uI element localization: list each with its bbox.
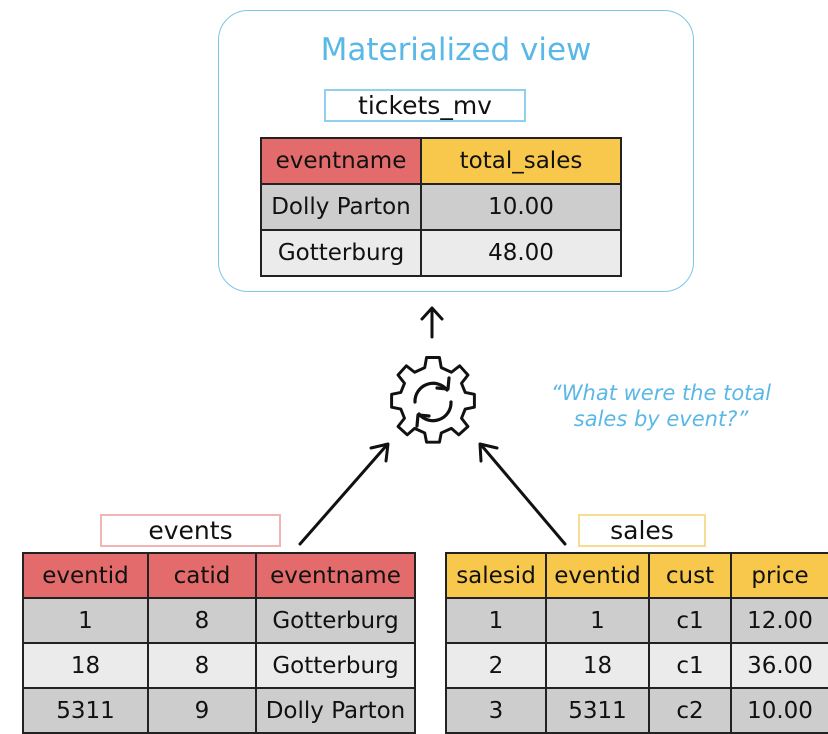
table-header-row: eventid catid eventname <box>22 552 416 599</box>
column-header-cust: cust <box>648 552 732 599</box>
mv-name-label: tickets_mv <box>324 89 526 122</box>
table-header-row: eventname total_sales <box>260 137 622 185</box>
table-cell: c1 <box>648 642 732 689</box>
table-cell: 5311 <box>545 687 650 734</box>
column-header-salesid: salesid <box>445 552 547 599</box>
arrow-from-events-icon <box>298 442 390 546</box>
table-cell: c1 <box>648 597 732 644</box>
question-line-1: “What were the total <box>550 381 772 405</box>
events-table: eventid catid eventname 1 8 Gotterburg 1… <box>22 552 416 734</box>
table-cell: 36.00 <box>730 642 828 689</box>
sales-table: salesid eventid cust price 1 1 c1 12.00 … <box>445 552 828 734</box>
table-cell: 3 <box>445 687 547 734</box>
table-cell: 48.00 <box>420 229 622 277</box>
question-line-2: sales by event?” <box>573 407 749 431</box>
table-row: Dolly Parton 10.00 <box>260 183 622 231</box>
column-header-eventname: eventname <box>260 137 422 185</box>
arrow-up-icon <box>420 306 444 339</box>
table-row: 1 8 Gotterburg <box>22 597 416 644</box>
table-cell: 9 <box>147 687 257 734</box>
table-cell: 18 <box>545 642 650 689</box>
table-cell: Gotterburg <box>255 642 416 689</box>
table-cell: 12.00 <box>730 597 828 644</box>
table-cell: 18 <box>22 642 149 689</box>
table-cell: 10.00 <box>730 687 828 734</box>
table-row: 5311 9 Dolly Parton <box>22 687 416 734</box>
table-row: Gotterburg 48.00 <box>260 229 622 277</box>
table-row: 3 5311 c2 10.00 <box>445 687 828 734</box>
materialized-view-title: Materialized view <box>320 32 592 68</box>
materialized-view-table: eventname total_sales Dolly Parton 10.00… <box>260 137 622 277</box>
table-cell: 1 <box>545 597 650 644</box>
table-row: 18 8 Gotterburg <box>22 642 416 689</box>
table-cell: Dolly Parton <box>260 183 422 231</box>
table-cell: 8 <box>147 597 257 644</box>
table-header-row: salesid eventid cust price <box>445 552 828 599</box>
table-cell: 1 <box>22 597 149 644</box>
column-header-price: price <box>730 552 828 599</box>
column-header-total-sales: total_sales <box>420 137 622 185</box>
column-header-eventname: eventname <box>255 552 416 599</box>
table-cell: 10.00 <box>420 183 622 231</box>
table-row: 2 18 c1 36.00 <box>445 642 828 689</box>
events-table-label: events <box>100 514 281 547</box>
question-annotation: “What were the total sales by event?” <box>526 380 796 432</box>
table-cell: Dolly Parton <box>255 687 416 734</box>
column-header-eventid: eventid <box>545 552 650 599</box>
table-cell: 2 <box>445 642 547 689</box>
table-cell: Gotterburg <box>255 597 416 644</box>
table-cell: 8 <box>147 642 257 689</box>
column-header-eventid: eventid <box>22 552 149 599</box>
table-cell: Gotterburg <box>260 229 422 277</box>
table-cell: 1 <box>445 597 547 644</box>
table-row: 1 1 c1 12.00 <box>445 597 828 644</box>
refresh-gear-icon <box>390 356 476 444</box>
table-cell: 5311 <box>22 687 149 734</box>
table-cell: c2 <box>648 687 732 734</box>
sales-table-label: sales <box>578 514 706 547</box>
arrow-from-sales-icon <box>478 442 567 546</box>
column-header-catid: catid <box>147 552 257 599</box>
